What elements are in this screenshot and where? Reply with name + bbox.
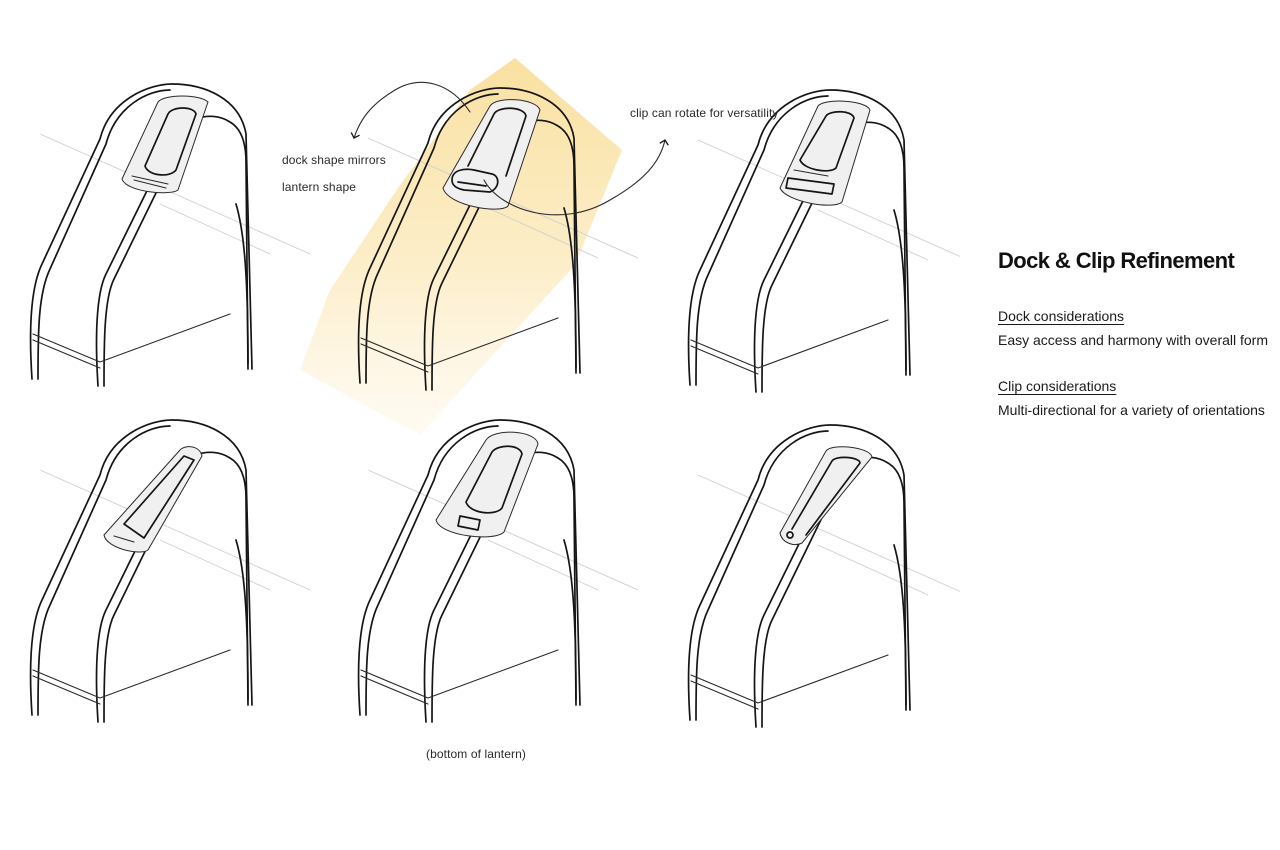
sketch-concept-2-dock [442,99,541,210]
sketch-concept-5 [357,419,639,723]
sketch-concept-1 [29,83,311,387]
sketch-concept-4-dock [103,446,203,553]
clip-considerations-heading: Clip considerations [998,378,1117,394]
sketch-concept-2 [357,87,639,391]
sketch-concept-4 [29,419,311,723]
info-panel: Dock & Clip Refinement Dock consideratio… [998,248,1280,448]
sketch-concept-6-dock [779,446,873,546]
dock-considerations-body: Easy access and harmony with overall for… [998,332,1268,348]
arrow-right-curve [483,139,669,216]
sketch-concept-5-dock [435,431,539,538]
highlight-wash [300,58,622,435]
rotation-arrows [350,81,669,216]
sketch-concept-1-dock [121,95,209,194]
dock-note-line2: lantern shape [282,180,357,194]
panel-title: Dock & Clip Refinement [998,248,1235,273]
clip-rotate-note: clip can rotate for versatility [630,106,779,120]
arrow-left-curve [350,81,471,139]
dock-considerations-heading: Dock considerations [998,308,1125,324]
sketch-concept-3 [687,89,960,393]
bottom-of-lantern-note: (bottom of lantern) [426,747,526,761]
sketch-concept-3-dock [779,100,871,206]
sketch-canvas [29,58,960,728]
sketch-concept-6 [687,424,960,728]
dock-note-line1: dock shape mirrors [282,153,386,167]
clip-considerations-body: Multi-directional for a variety of orien… [998,402,1265,418]
